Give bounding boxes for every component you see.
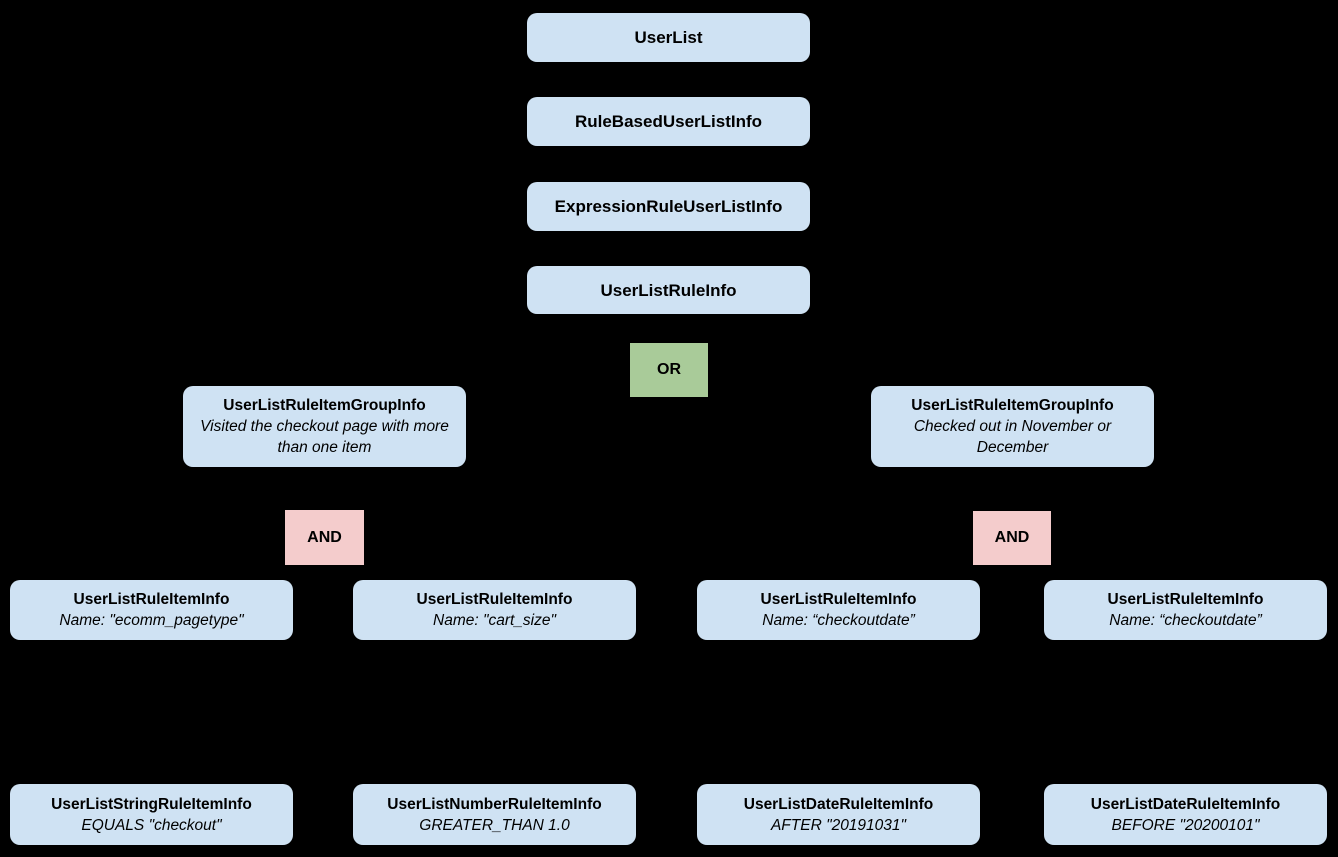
node-ruleitemgroup-checked-out: UserListRuleItemGroupInfo Checked out in… (871, 386, 1154, 467)
node-description: GREATER_THAN 1.0 (419, 816, 570, 834)
node-description: Checked out in November or December (913, 418, 1112, 456)
node-stringruleitem-equals-checkout: UserListStringRuleItemInfo EQUALS "check… (10, 784, 293, 845)
node-userlist: UserList (527, 13, 810, 62)
node-description: EQUALS "checkout" (81, 816, 222, 834)
node-description: AFTER "20191031" (770, 816, 907, 834)
node-label: RuleBasedUserListInfo (574, 112, 763, 131)
node-description: Name: “checkoutdate” (762, 612, 915, 629)
and-operator-badge: AND (285, 510, 364, 565)
node-ruleitem-checkoutdate-1: UserListRuleItemInfo Name: “checkoutdate… (697, 580, 980, 640)
node-description: BEFORE "20200101" (1111, 816, 1260, 834)
node-title: UserListRuleItemInfo (1107, 591, 1264, 608)
node-title: UserListRuleItemInfo (760, 591, 917, 608)
node-rulebaseduserlistinfo: RuleBasedUserListInfo (527, 97, 810, 146)
node-title: UserListRuleItemGroupInfo (223, 397, 426, 414)
node-ruleitem-cart-size: UserListRuleItemInfo Name: "cart_size" (353, 580, 636, 640)
node-ruleitemgroup-checkout-page: UserListRuleItemGroupInfo Visited the ch… (183, 386, 466, 467)
or-operator-badge: OR (630, 343, 708, 397)
node-numberruleitem-greater-than: UserListNumberRuleItemInfo GREATER_THAN … (353, 784, 636, 845)
node-dateruleitem-before: UserListDateRuleItemInfo BEFORE "2020010… (1044, 784, 1327, 845)
node-title: UserListDateRuleItemInfo (743, 795, 934, 813)
node-title: UserListRuleItemInfo (416, 591, 573, 608)
node-description: Visited the checkout page with more than… (200, 418, 449, 456)
node-label: ExpressionRuleUserListInfo (554, 197, 783, 216)
node-userlistruleinfo: UserListRuleInfo (527, 266, 810, 314)
and-operator-badge: AND (973, 511, 1051, 565)
node-description: Name: “checkoutdate” (1109, 612, 1262, 629)
node-ruleitem-ecomm-pagetype: UserListRuleItemInfo Name: "ecomm_pagety… (10, 580, 293, 640)
node-expressionruleuserlistinfo: ExpressionRuleUserListInfo (527, 182, 810, 231)
node-title: UserListRuleItemGroupInfo (911, 397, 1114, 414)
node-description: Name: "cart_size" (433, 612, 556, 629)
node-title: UserListDateRuleItemInfo (1090, 795, 1281, 813)
node-description: Name: "ecomm_pagetype" (59, 612, 244, 629)
node-label: UserList (634, 28, 703, 47)
node-dateruleitem-after: UserListDateRuleItemInfo AFTER "20191031… (697, 784, 980, 845)
node-title: UserListRuleItemInfo (73, 591, 230, 608)
and-label: AND (307, 528, 342, 546)
node-label: UserListRuleInfo (600, 280, 737, 300)
node-ruleitem-checkoutdate-2: UserListRuleItemInfo Name: “checkoutdate… (1044, 580, 1327, 640)
node-title: UserListStringRuleItemInfo (51, 795, 252, 813)
or-label: OR (657, 361, 681, 378)
and-label: AND (994, 529, 1030, 546)
node-title: UserListNumberRuleItemInfo (387, 795, 602, 813)
